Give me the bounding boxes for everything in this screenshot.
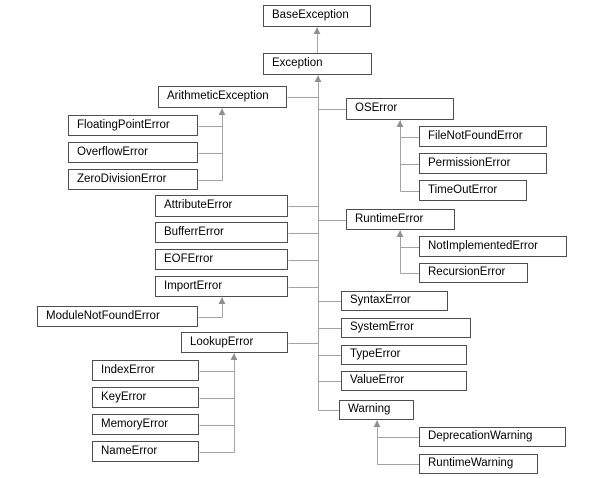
node-overflowerror: OverflowError	[68, 142, 198, 163]
node-label: BufferrError	[164, 225, 224, 238]
node-importerror: ImportError	[155, 276, 288, 297]
node-label: FloatingPointError	[77, 118, 170, 131]
node-label: OverflowError	[77, 145, 148, 158]
node-typeerror: TypeError	[341, 345, 467, 365]
node-recursionerror: RecursionError	[419, 263, 528, 283]
node-label: FileNotFoundError	[428, 129, 523, 142]
node-label: RecursionError	[428, 266, 506, 279]
node-label: ValueError	[350, 374, 405, 387]
node-notimplementederror: NotImplementedError	[419, 236, 567, 257]
up-arrowhead	[396, 230, 404, 237]
node-label: RuntimeError	[355, 212, 424, 225]
node-floatingpointerror: FloatingPointError	[68, 115, 198, 136]
node-label: IndexError	[101, 363, 155, 376]
node-label: NameError	[101, 444, 158, 457]
node-exception: Exception	[263, 53, 372, 75]
node-timeouterror: TimeOutError	[419, 180, 527, 201]
node-syntaxerror: SyntaxError	[341, 291, 448, 311]
node-label: SyntaxError	[350, 294, 411, 307]
node-label: SystemError	[350, 321, 414, 334]
up-arrowhead	[373, 420, 381, 427]
node-warning: Warning	[339, 400, 414, 420]
node-eoferror: EOFError	[155, 249, 288, 270]
node-memoryerror: MemoryError	[92, 414, 199, 435]
node-label: BaseException	[272, 9, 349, 22]
node-permissionerror: PermissionError	[419, 153, 547, 174]
node-label: Warning	[348, 403, 391, 416]
node-bufferrerror: BufferrError	[155, 222, 288, 243]
node-keyerror: KeyError	[92, 387, 199, 408]
node-nameerror: NameError	[92, 441, 199, 462]
node-arithmeticexception: ArithmeticException	[158, 86, 287, 108]
node-lookuperror: LookupError	[181, 332, 288, 353]
node-label: AttributeError	[164, 199, 233, 212]
up-arrowhead	[230, 353, 238, 360]
node-deprecationwarning: DeprecationWarning	[419, 427, 566, 447]
node-label: EOFError	[164, 252, 214, 265]
node-attributeerror: AttributeError	[155, 195, 288, 217]
node-runtimewarning: RuntimeWarning	[419, 454, 538, 474]
node-label: LookupError	[190, 335, 254, 348]
node-runtimeerror: RuntimeError	[346, 209, 455, 230]
node-label: Exception	[272, 57, 323, 70]
node-label: TimeOutError	[428, 183, 498, 196]
node-label: ImportError	[164, 279, 223, 292]
node-valueerror: ValueError	[341, 371, 467, 391]
node-oserror: OSError	[346, 98, 454, 120]
node-baseexception: BaseException	[263, 5, 371, 27]
up-arrowhead	[396, 120, 404, 127]
node-label: ZeroDivisionError	[77, 172, 167, 185]
node-filenotfounderror: FileNotFoundError	[419, 126, 547, 147]
node-indexerror: IndexError	[92, 360, 199, 381]
node-label: DeprecationWarning	[428, 430, 533, 443]
up-arrowhead	[218, 297, 226, 304]
up-arrowhead	[314, 75, 322, 82]
node-label: ModuleNotFoundError	[46, 309, 160, 322]
node-label: TypeError	[350, 348, 401, 361]
node-label: MemoryError	[101, 417, 169, 430]
up-arrowhead	[218, 108, 226, 115]
node-label: PermissionError	[428, 156, 511, 169]
node-label: OSError	[355, 102, 398, 115]
node-label: RuntimeWarning	[428, 457, 514, 470]
node-label: ArithmeticException	[167, 90, 269, 103]
node-zerodivisionerror: ZeroDivisionError	[68, 169, 198, 190]
node-label: KeyError	[101, 390, 147, 403]
up-arrowhead	[313, 27, 321, 34]
node-label: NotImplementedError	[428, 239, 538, 252]
node-modulenotfounderror: ModuleNotFoundError	[37, 306, 198, 327]
node-systemerror: SystemError	[341, 318, 471, 338]
